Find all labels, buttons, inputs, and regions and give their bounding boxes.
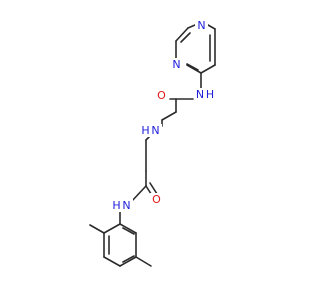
- amine-h-label: H: [141, 124, 149, 137]
- bond-aryl-c1-c2: [103, 223, 121, 234]
- pyrazine-n1-bg: [170, 58, 183, 71]
- bond-methyl-5: [135, 256, 152, 267]
- pyrazine-n1-label: N: [172, 58, 180, 71]
- bond-aryl-inner-2: [122, 255, 135, 263]
- molecule-structure-diagram: N N N H O H N O H N: [89, 19, 216, 267]
- carbonyl-o-bottom-label: O: [152, 193, 161, 206]
- bond-pyr-c2-n1: [186, 64, 202, 74]
- bond-aryl-c3-c4: [103, 256, 121, 267]
- amide-h-bottom-label: H: [112, 199, 120, 212]
- pyrazine-n4-label: N: [197, 19, 205, 32]
- amide-nh-top-n-label: N: [196, 88, 204, 101]
- bond-carbonyl-top-ch2: [161, 111, 177, 121]
- pyrazine-n4-bg: [195, 19, 208, 32]
- bond-aryl-c6-c1: [119, 223, 137, 234]
- bond-methyl-2: [89, 224, 105, 234]
- bond-pyr-c6-c5: [175, 27, 189, 42]
- bond-carbonyl-bottom-nh: [130, 185, 147, 203]
- atom-labels: N N N H O H N O H N: [111, 19, 216, 212]
- carbonyl-o-top-label: O: [157, 89, 166, 102]
- bond-aryl-inner-3: [122, 227, 135, 235]
- carbonyl-o-bottom-bg: [150, 193, 163, 206]
- carbonyl-o-top-bg: [155, 89, 168, 102]
- amide-nh-bottom-n-label: N: [122, 199, 130, 212]
- bond-pyr-c2-n1-inner: [186, 63, 199, 71]
- amide-nh-bottom-bg: [111, 199, 133, 212]
- bond-pyr-n4-c3: [207, 24, 216, 30]
- amide-nh-top-bg: [194, 88, 216, 101]
- bond-pyr-c6-c5-inner: [180, 32, 191, 43]
- bond-pyr-c5-n4: [187, 24, 196, 29]
- bond-aryl-c4-c5: [119, 256, 137, 267]
- bond-pyr-c2-c3b: [200, 64, 216, 74]
- amine-nh-bg: [140, 124, 162, 137]
- amine-n-label: N: [151, 124, 159, 137]
- amide-nh-top-h-label: H: [206, 88, 214, 101]
- bonds: [89, 24, 216, 267]
